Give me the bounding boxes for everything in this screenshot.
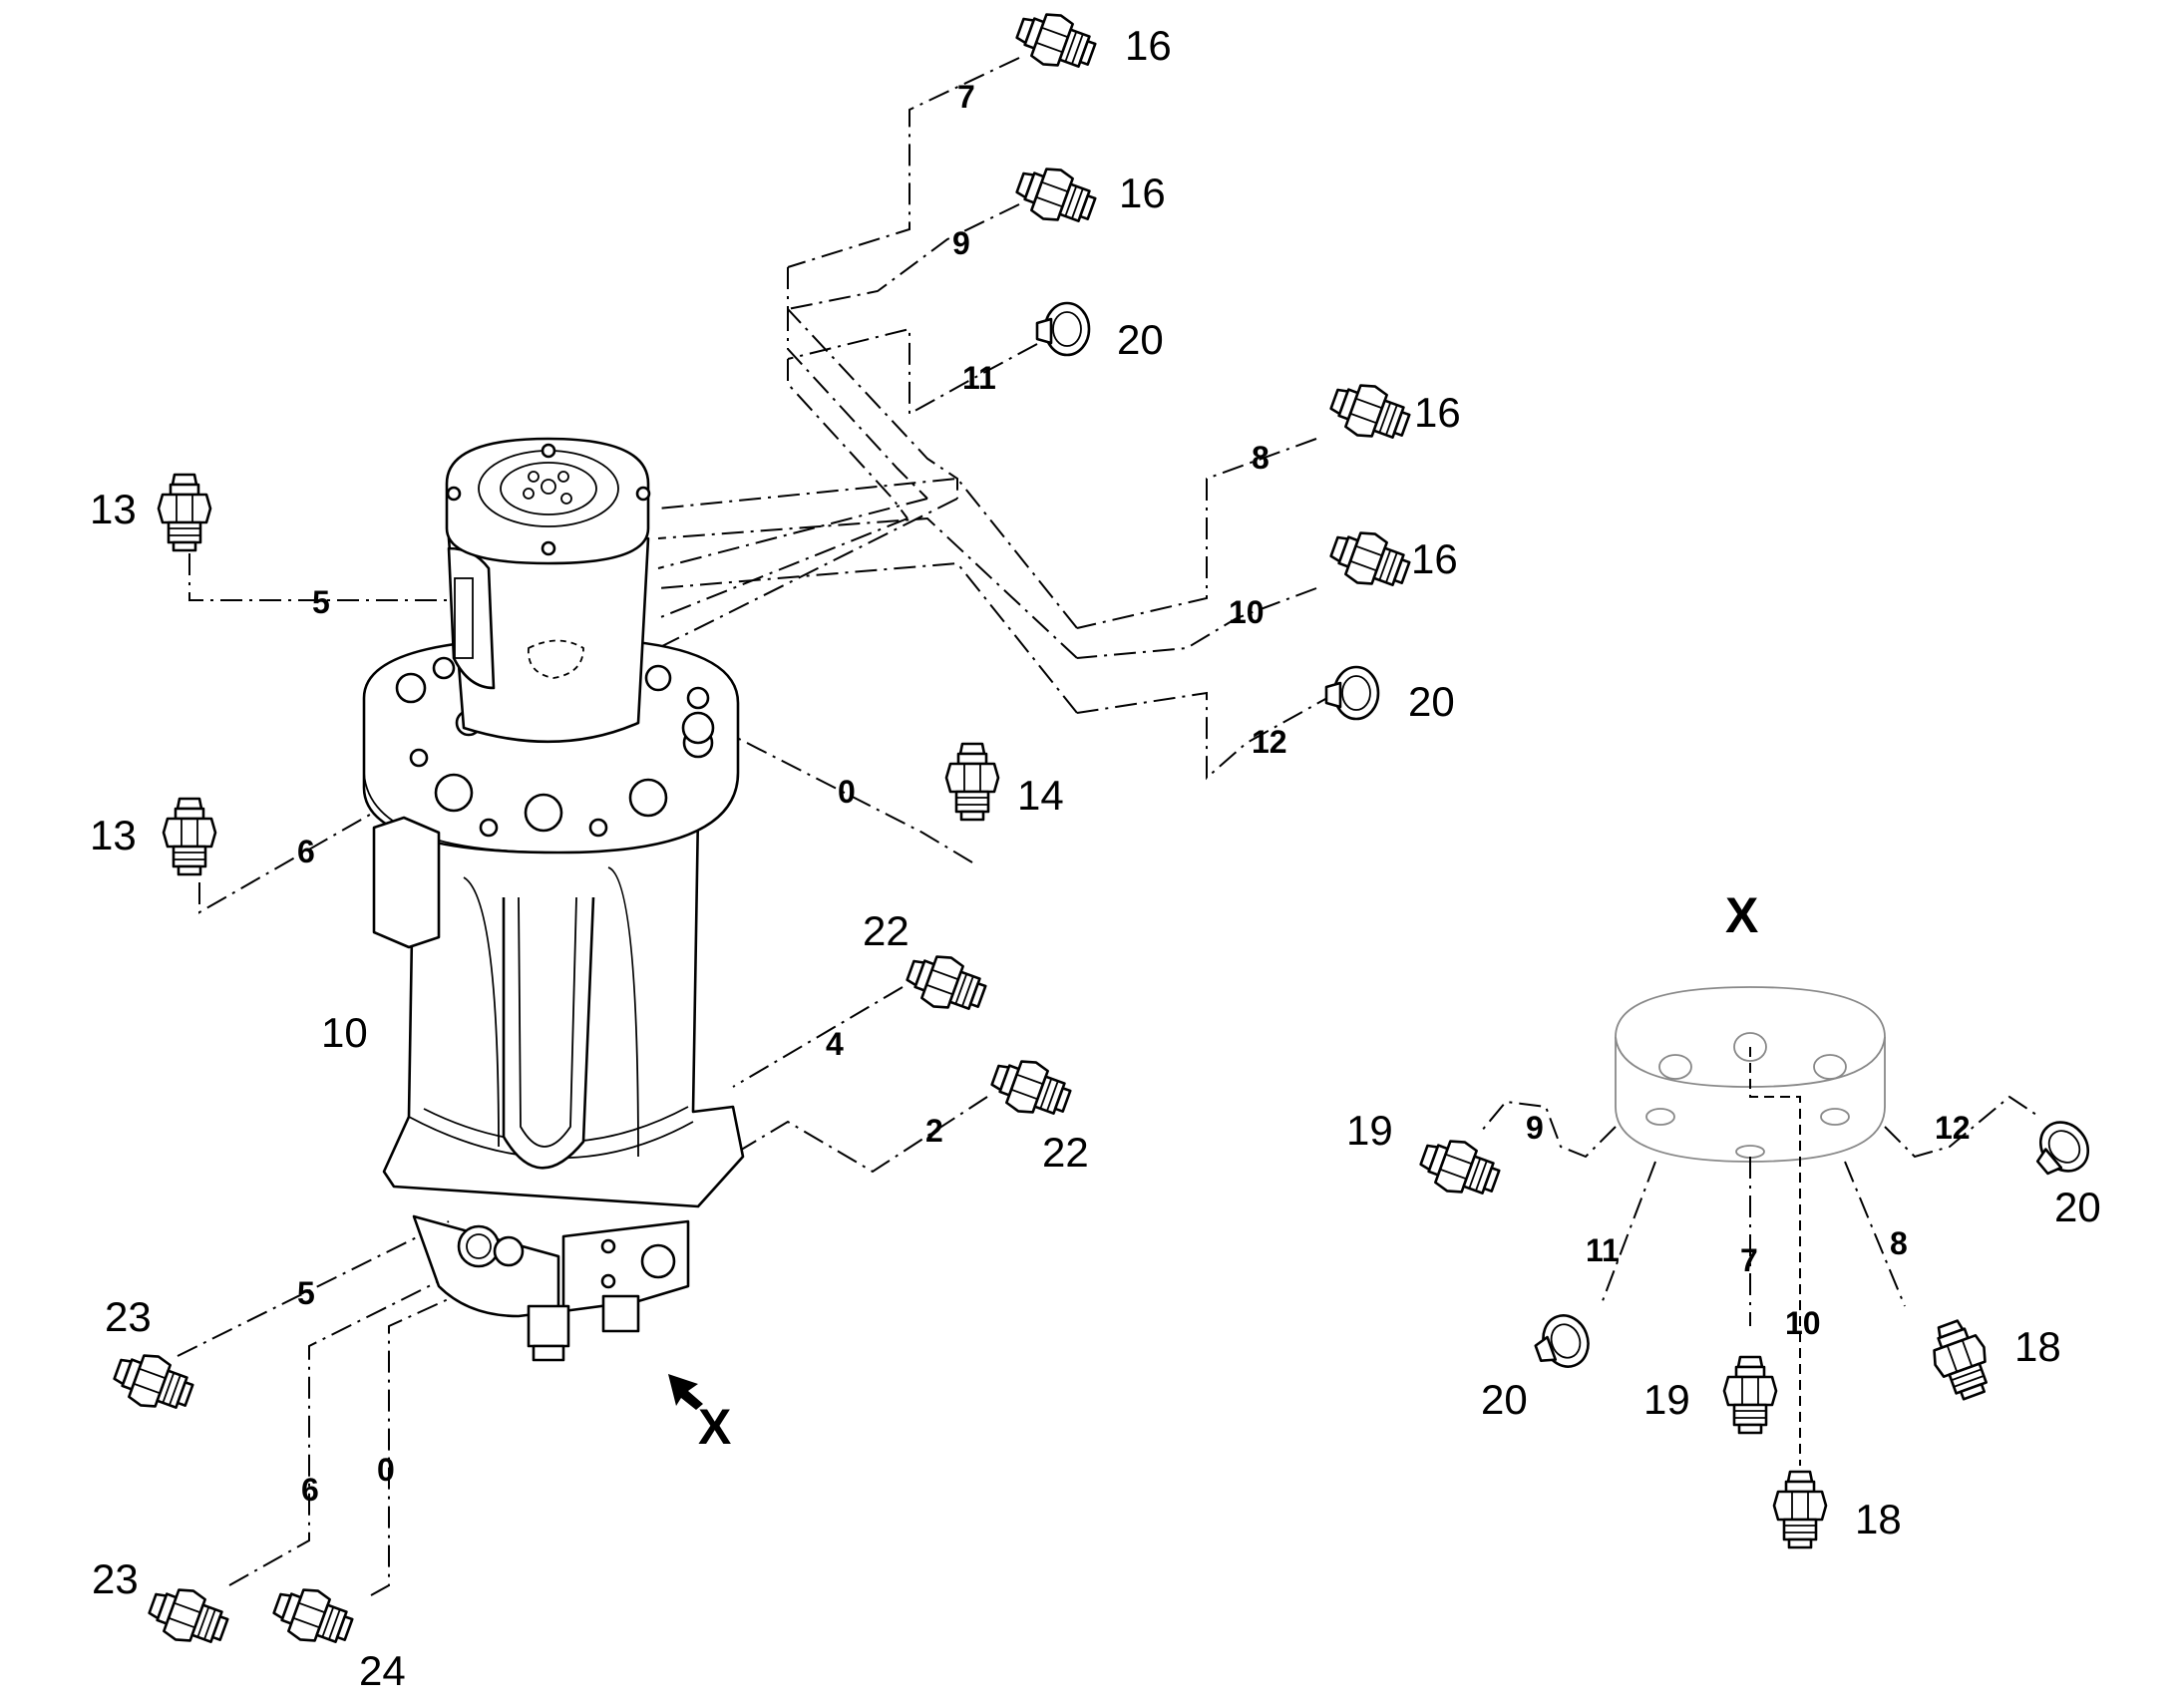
part-number: 20	[1408, 678, 1455, 725]
part-number: 20	[2054, 1184, 2101, 1230]
part-number: 16	[1411, 535, 1458, 582]
part-numbers: 16 16 20 16 16 20 13 13 14 22 22 10 23 2…	[90, 22, 2101, 1694]
port-number: 10	[1785, 1305, 1821, 1341]
part-number: 23	[92, 1555, 139, 1602]
part-number: 16	[1125, 22, 1172, 69]
part-number: 20	[1481, 1376, 1528, 1423]
port-number: 8	[1890, 1225, 1908, 1261]
port-number: 2	[925, 1113, 943, 1149]
part-number: 16	[1119, 170, 1166, 216]
part-number: 22	[1042, 1129, 1089, 1176]
port-number: 12	[1935, 1110, 1971, 1146]
part-number: 18	[1855, 1496, 1902, 1542]
port-number: 9	[952, 225, 970, 261]
port-number: 11	[962, 360, 996, 396]
part-number: 13	[90, 812, 137, 858]
view-arrow-icon	[668, 1374, 703, 1410]
port-number: 5	[312, 584, 330, 620]
part-number: 18	[2014, 1323, 2061, 1370]
port-number: 0	[377, 1452, 395, 1488]
rotary-joint-icon	[362, 437, 745, 1362]
port-number: 7	[957, 79, 975, 115]
port-number: 4	[826, 1026, 844, 1062]
view-labels: X X	[698, 887, 1758, 1455]
port-number: 11	[1586, 1232, 1620, 1268]
leader-lines	[177, 57, 1337, 1596]
part-number: 22	[863, 907, 909, 954]
port-number: 6	[301, 1472, 319, 1508]
part-number: 19	[1346, 1107, 1393, 1154]
port-number: 12	[1252, 724, 1287, 760]
port-number: 6	[297, 834, 315, 869]
part-number: 14	[1017, 772, 1064, 819]
port-number: 9	[1526, 1110, 1544, 1146]
part-number: 13	[90, 486, 137, 532]
fitting-icon	[1413, 1129, 2000, 1549]
port-number: 5	[297, 1275, 315, 1311]
detail-view-title: X	[1725, 887, 1758, 943]
port-number: 8	[1252, 440, 1270, 476]
part-number: 20	[1117, 316, 1164, 363]
fitting-icon	[107, 2, 1416, 1656]
part-number: 24	[359, 1647, 406, 1694]
view-arrow-label: X	[698, 1399, 731, 1455]
port-numbers: 7 9 11 8 10 12 5 6 0 4 2 5 6 0 9 12 11 7…	[297, 79, 1971, 1508]
part-number: 16	[1414, 389, 1461, 436]
part-number: 19	[1643, 1376, 1690, 1423]
part-number: 23	[105, 1293, 152, 1340]
detail-view-x	[1480, 986, 2040, 1466]
port-number: 7	[1740, 1242, 1758, 1278]
part-number: 10	[321, 1009, 368, 1056]
port-number: 0	[838, 774, 856, 810]
port-number: 10	[1229, 594, 1265, 630]
